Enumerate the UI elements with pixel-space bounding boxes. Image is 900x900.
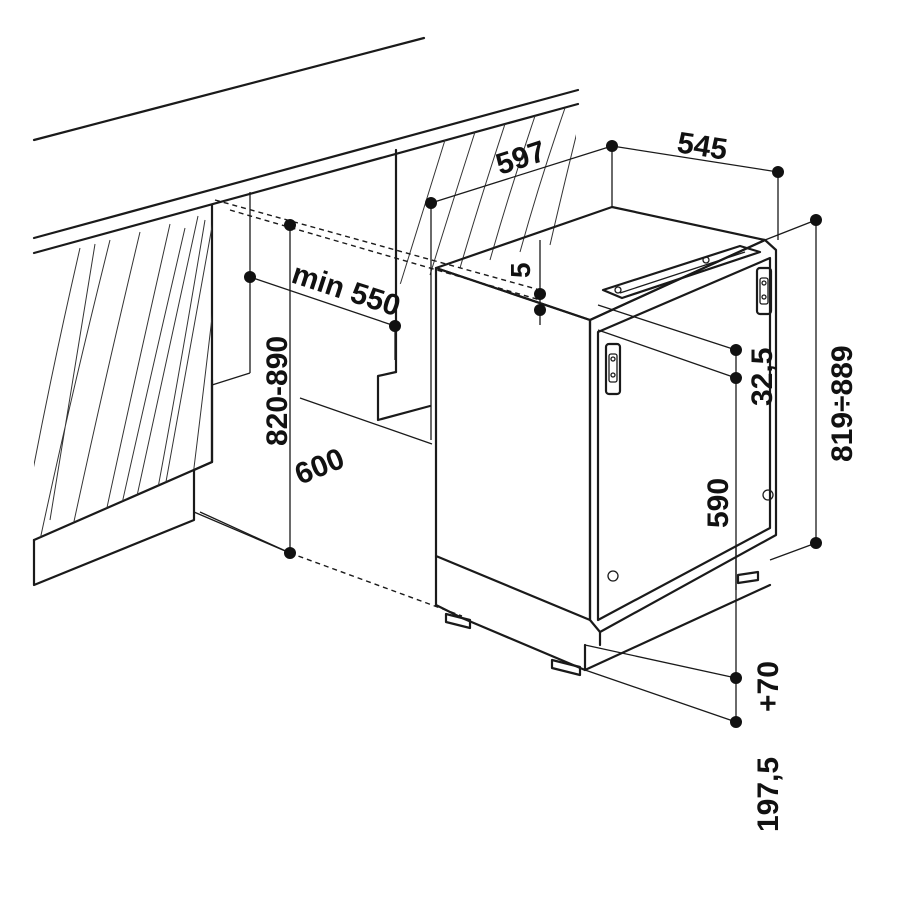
label-width: 597 xyxy=(492,135,550,182)
dimension-lines xyxy=(199,145,817,723)
label-niche-depth: 600 xyxy=(290,442,349,491)
label-gap-top: 5 xyxy=(505,262,536,278)
label-door-offset: 32,5 xyxy=(746,348,779,406)
label-plinth-offset: +70 xyxy=(752,661,785,712)
label-depth: 545 xyxy=(675,126,730,166)
label-niche-height: 820-890 xyxy=(261,336,294,446)
label-door-height: 590 xyxy=(702,478,735,528)
top-bracket-icon xyxy=(601,244,762,300)
left-cabinet-panel xyxy=(32,203,214,587)
dimension-points xyxy=(244,140,822,728)
door-hole-icon xyxy=(762,489,774,501)
hinge-bottom-icon xyxy=(604,342,622,396)
label-plinth-height: 197,5 xyxy=(752,757,785,832)
back-cabinet-panel xyxy=(394,100,576,374)
countertop xyxy=(32,36,580,255)
appliance-body xyxy=(434,205,778,677)
door-hole-icon xyxy=(607,570,619,582)
label-min-depth: min 550 xyxy=(288,257,404,323)
door-hinges xyxy=(601,244,774,582)
dashed-guides xyxy=(214,199,541,617)
label-total-height: 819÷889 xyxy=(826,345,859,462)
hinge-top-icon xyxy=(755,266,773,316)
